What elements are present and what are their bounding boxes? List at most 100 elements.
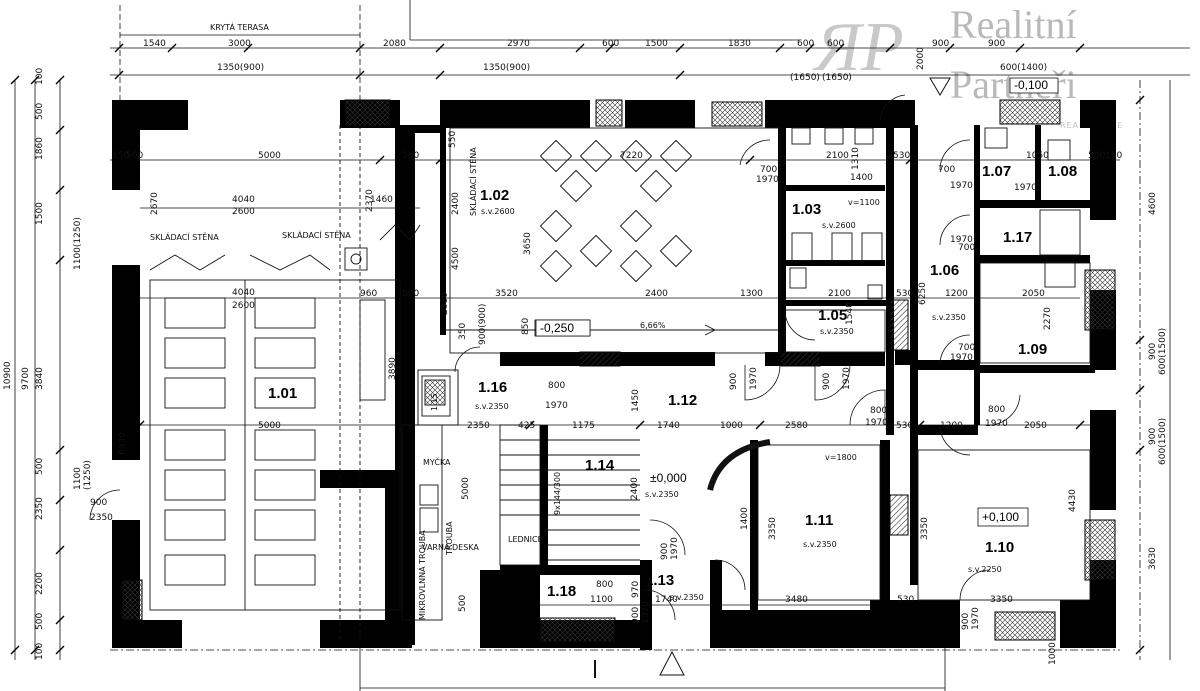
dims_row6-2: 425 [518, 421, 535, 431]
dims_row6-7: 530 [896, 421, 913, 431]
entrance-markers [594, 77, 951, 678]
room-1-09: 1.09 [1018, 341, 1047, 358]
dims_low-13: 800 [596, 580, 613, 590]
dims_mid-12: 1970 [950, 353, 973, 363]
dims_row3-8: 1310 [851, 147, 861, 170]
dims_row6-12: 800 [988, 405, 1005, 415]
dims_row6-11: 1970 [865, 418, 888, 428]
dims_mid-0: 850 [521, 318, 531, 335]
dims_row6-10: 800 [870, 406, 887, 416]
level-minus-0-250: -0,250 [540, 321, 574, 335]
dims_mid-5: 900 [729, 373, 739, 390]
dims_top2-4: 600(1400) [1000, 63, 1047, 73]
dims_low-6: 4430 [1068, 489, 1078, 512]
dims_right-0: 4600 [1148, 192, 1158, 215]
room-1-18: 1.18 [547, 583, 576, 600]
dims_top1-11: 900 [988, 39, 1005, 49]
dims_row4-9: 1400 [850, 173, 873, 183]
plan-texts: KRYTÁ TERASA 1.01 1.02 s.v.2600 1.03 s.v… [150, 21, 1077, 620]
dims_top1-9: 900 [932, 39, 949, 49]
dims_top1-10: 2000 [916, 47, 926, 70]
dims_row4-2: 1460 [370, 195, 393, 205]
dims_low-19: 900 [961, 613, 971, 630]
dims_row5-9: 530 [896, 289, 913, 299]
dims_row6-8: 1200 [940, 421, 963, 431]
dims_row3-2: 5000 [258, 151, 281, 161]
dims_row4-6: 3650 [523, 232, 533, 255]
dims_low-10: 3480 [785, 595, 808, 605]
room-1-03: 1.03 [792, 201, 821, 218]
dims_row3-11: 1050 [1026, 151, 1049, 161]
dims-top-row2: 1350(900)1350(900)(1650)(1650)600(1400) [217, 63, 1047, 83]
dims_row5-1: 2600 [232, 301, 255, 311]
dims_row5-8: 2100 [828, 289, 851, 299]
dims_left-11: 1100 [73, 467, 83, 490]
dims_left-0: 100 [35, 68, 45, 85]
dims_row5-11: 2050 [1022, 289, 1045, 299]
room-1-14: 1.14 [585, 457, 615, 474]
dims_low-18: 1970 [641, 601, 651, 624]
dims_row6-13: 1970 [985, 419, 1008, 429]
dims_mid-6: 1970 [749, 367, 759, 390]
dims_mid-8: 1970 [842, 367, 852, 390]
dims_row5-3: 500 [402, 289, 419, 299]
dims_row5-10: 1200 [945, 289, 968, 299]
dims_low-16: 1970 [670, 537, 680, 560]
room-1-11-info: s.v.2350 [803, 540, 837, 549]
dims_top2-0: 1350(900) [217, 63, 264, 73]
dims_low-9: 1740 [655, 595, 678, 605]
dims_row6-9: 2050 [1024, 421, 1047, 431]
terrace-title: KRYTÁ TERASA [210, 21, 269, 32]
dims_mid-7: 900 [822, 373, 832, 390]
dims_row3-9: 530 [893, 151, 910, 161]
dims_top1-2: 2080 [383, 39, 406, 49]
dims_mid-1: 350 [458, 323, 468, 340]
dims_left-8: 6830 [118, 432, 128, 455]
dims_top1-0: 1540 [143, 39, 166, 49]
dims_row3-3: 500 [402, 151, 419, 161]
dims_row3-4: 550 [448, 131, 458, 148]
dims_row4-4: 2670 [150, 192, 160, 215]
room-1-01: 1.01 [268, 385, 297, 402]
dims_left-15: 500 [35, 613, 45, 630]
dims_low-7: 500 [458, 595, 468, 612]
height-v1800: v=1800 [825, 453, 857, 462]
dims_right-1: 600(1500) [1158, 328, 1168, 375]
dims_top1-4: 600 [602, 39, 619, 49]
microwave-label: MIKROVLNNÁ TROUBA [416, 530, 427, 620]
logo-line1: Realitní [950, 2, 1077, 47]
dims_left-10: 500 [35, 458, 45, 475]
room-1-02-info: s.v.2600 [481, 207, 515, 216]
dims_left-6: 10900 [3, 361, 13, 390]
dims_row5-5: 3520 [495, 289, 518, 299]
dims_left-12: (1250) [83, 460, 93, 490]
dims_top1-7: 600 [797, 39, 814, 49]
dims_left-1: 500 [35, 103, 45, 120]
dims_row4-10: 1970 [950, 181, 973, 191]
dims_mid-11: 700 [958, 343, 975, 353]
dims_row5-4: 2080 [440, 292, 450, 315]
dims_right-6: 1000 [1048, 642, 1058, 665]
dims_left-7: 9700 [21, 367, 31, 390]
dims_low-3: 1400 [740, 507, 750, 530]
room-1-03-info: s.v.2600 [822, 221, 856, 230]
room-1-08: 1.08 [1048, 163, 1077, 180]
dims_low-11: 530 [897, 595, 914, 605]
dims_row6-4: 1740 [657, 421, 680, 431]
dims_top2-3: (1650) [822, 73, 852, 83]
thin-lines [149, 125, 1091, 640]
dims_row3-6: 700 [760, 165, 777, 175]
dims_left-3: 1500 [35, 202, 45, 225]
dims_row4-1: 2600 [232, 207, 255, 217]
room-1-02: 1.02 [480, 187, 509, 204]
room-1-11: 1.11 [805, 512, 833, 529]
dims_row3-5: 7220 [620, 151, 643, 161]
level-minus-0-100: -0,100 [1014, 78, 1048, 92]
level-zero: ±0,000 [650, 471, 687, 485]
dims_left-16: 100 [35, 643, 45, 660]
